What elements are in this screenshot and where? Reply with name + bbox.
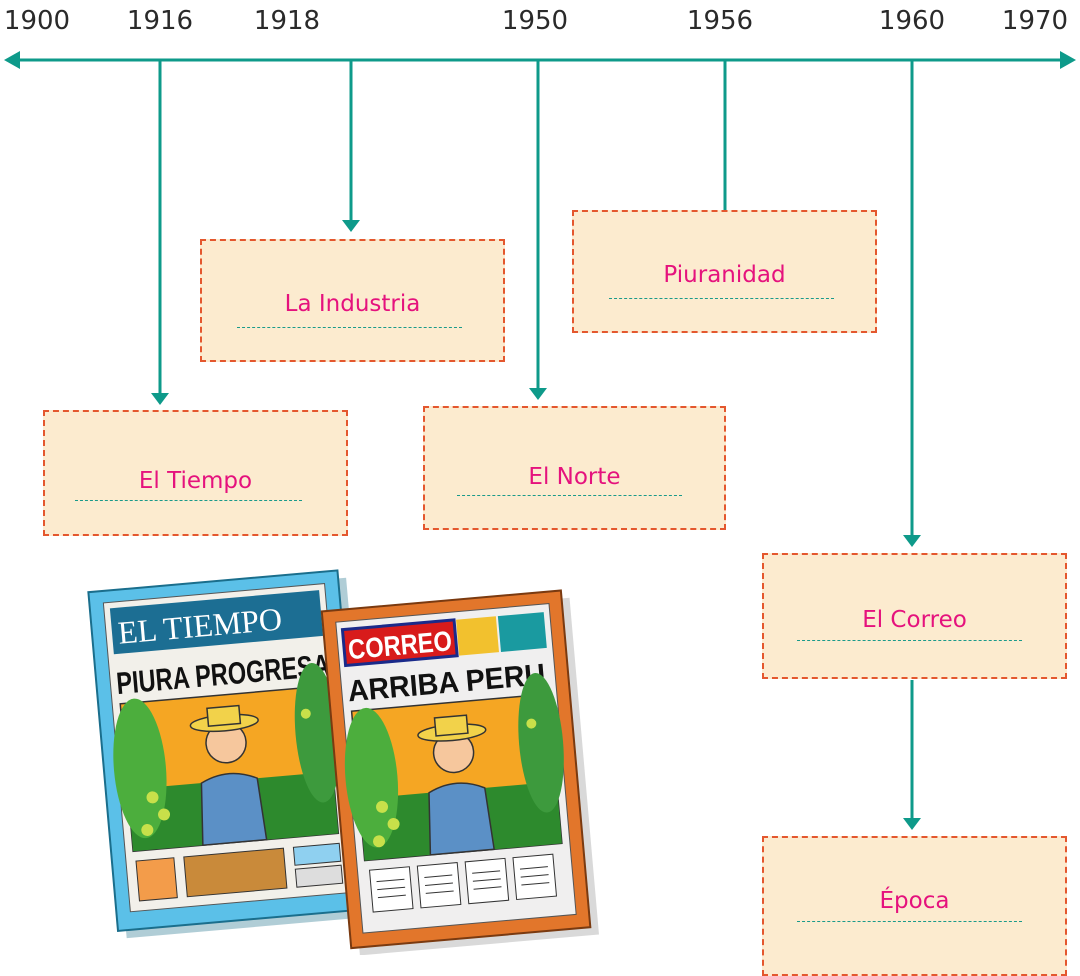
newspaper-el-tiempo: EL TIEMPO PIURA PROGRESA [87, 569, 376, 939]
answer-line [75, 500, 302, 501]
timeline-lines [4, 51, 1076, 830]
event-label: El Correo [862, 607, 967, 633]
event-box-el-correo: El Correo [762, 553, 1067, 679]
year-label-1918: 1918 [253, 6, 321, 36]
year-label-1916: 1916 [126, 6, 194, 36]
event-box-epoca: Época [762, 836, 1067, 976]
event-box-piuranidad: Piuranidad [572, 210, 877, 333]
answer-line [237, 327, 462, 328]
event-label: La Industria [284, 291, 421, 317]
newspapers-illustration: EL TIEMPO PIURA PROGRESA CORREO ARRIBA P… [87, 569, 599, 955]
answer-line [797, 921, 1022, 922]
event-label: El Norte [528, 464, 621, 490]
event-box-el-norte: El Norte [423, 406, 726, 530]
year-label-1960: 1960 [878, 6, 946, 36]
arrowhead-1960 [903, 535, 921, 547]
axis-arrow-left [4, 51, 20, 69]
answer-line [457, 495, 682, 496]
event-label: Época [879, 888, 950, 914]
answer-line [797, 640, 1022, 641]
arrowhead-1918 [342, 220, 360, 232]
arrowhead-1916 [151, 393, 169, 405]
event-label: Piuranidad [663, 262, 786, 288]
axis-arrow-right [1060, 51, 1076, 69]
answer-line [609, 298, 834, 299]
arrowhead-1960-b [903, 818, 921, 830]
year-label-1956: 1956 [686, 6, 754, 36]
year-label-1970: 1970 [1001, 6, 1069, 36]
event-box-la-industria: La Industria [200, 239, 505, 362]
newspaper-correo: CORREO ARRIBA PERU [320, 589, 599, 955]
event-label: El Tiempo [138, 468, 253, 494]
arrowhead-1950 [529, 388, 547, 400]
event-box-el-tiempo: El Tiempo [43, 410, 348, 536]
year-label-1900: 1900 [3, 6, 71, 36]
year-label-1950: 1950 [501, 6, 569, 36]
